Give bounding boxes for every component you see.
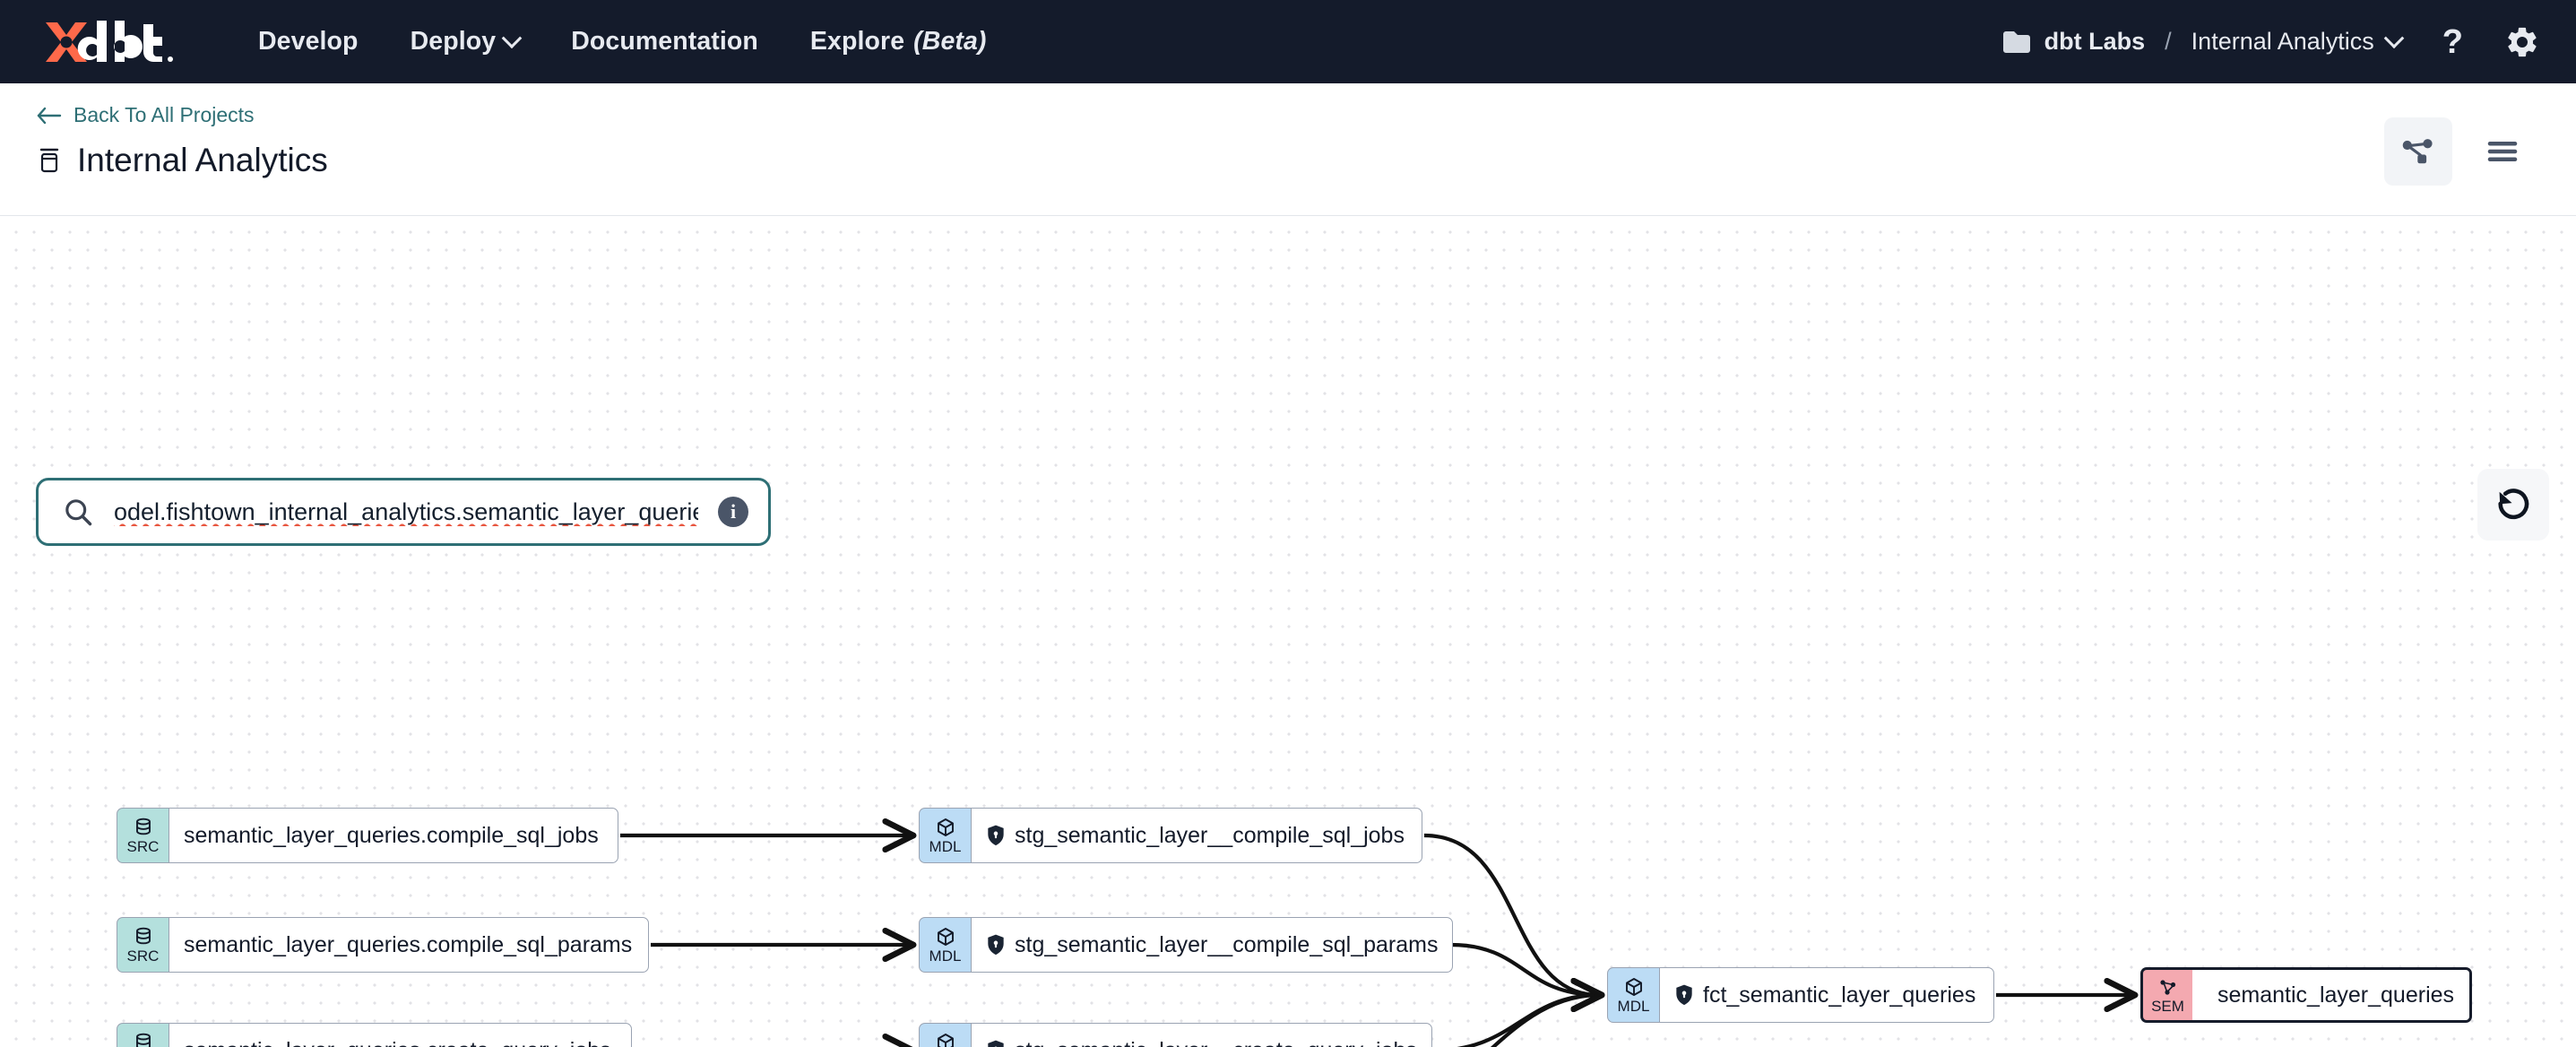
breadcrumb-separator: / [2165, 28, 2172, 55]
back-link-label: Back To All Projects [73, 103, 255, 126]
lineage-node-mdl-fct-semantic-layer-queries[interactable]: MDL fct_semantic_layer_queries [1607, 967, 1994, 1023]
cube-icon [937, 928, 954, 946]
org-breadcrumb[interactable]: dbt Labs [2001, 28, 2146, 56]
help-icon-label: ? [2442, 22, 2463, 61]
back-to-all-projects-link[interactable]: Back To All Projects [36, 103, 328, 127]
chevron-down-icon [501, 27, 523, 48]
node-type-badge-mdl: MDL [919, 1023, 971, 1047]
lineage-view-button[interactable] [2384, 117, 2452, 186]
primary-nav-links: Develop Deploy Documentation Explore (Be… [258, 27, 987, 56]
node-badge-label: MDL [929, 947, 962, 965]
folder-icon [2002, 30, 2030, 53]
node-type-badge-mdl: MDL [919, 808, 971, 863]
node-body: stg_semantic_layer__compile_sql_params [971, 917, 1454, 973]
private-shield-icon [988, 825, 1004, 846]
lineage-search-box[interactable]: odel.fishtown_internal_analytics.semanti… [36, 478, 771, 546]
node-type-badge-src: SRC [117, 917, 169, 973]
search-input[interactable]: odel.fishtown_internal_analytics.semanti… [114, 498, 698, 525]
node-body: semantic_layer_queries.create_query_jobs [169, 1023, 632, 1047]
nav-right-cluster: dbt Labs / Internal Analytics ? [2001, 24, 2540, 60]
nav-item-explore-label: Explore [809, 27, 905, 56]
subheader-left: Back To All Projects Internal Analytics [36, 103, 328, 179]
nav-item-deploy-label: Deploy [410, 27, 497, 56]
node-body: semantic_layer_queries [2192, 967, 2472, 1023]
info-icon[interactable]: i [718, 497, 748, 527]
node-label: fct_semantic_layer_queries [1703, 982, 1976, 1008]
lineage-node-mdl-stg-compile-sql-params[interactable]: MDL stg_semantic_layer__compile_sql_para… [919, 917, 1454, 973]
cube-icon [937, 1034, 954, 1047]
project-breadcrumb[interactable]: Internal Analytics [2191, 27, 2405, 56]
nav-item-documentation-label: Documentation [571, 27, 758, 56]
cube-icon [937, 818, 954, 836]
semantic-graph-icon [2159, 980, 2175, 995]
list-view-icon [2487, 141, 2518, 162]
reset-view-button[interactable] [2477, 469, 2549, 541]
node-badge-label: MDL [929, 838, 962, 855]
nav-item-deploy[interactable]: Deploy [410, 27, 523, 56]
arrow-left-icon [37, 107, 62, 124]
reset-view-icon [2498, 489, 2529, 520]
node-type-badge-src: SRC [117, 808, 169, 863]
node-type-badge-mdl: MDL [1607, 967, 1659, 1023]
org-breadcrumb-label: dbt Labs [2044, 28, 2146, 55]
node-badge-label: SEM [2151, 998, 2184, 1015]
chevron-down-icon [2383, 27, 2405, 48]
list-view-button[interactable] [2468, 117, 2537, 186]
lineage-graph-icon [2402, 139, 2433, 164]
private-shield-icon [988, 934, 1004, 956]
node-label: stg_semantic_layer__compile_sql_jobs [1015, 822, 1405, 848]
database-icon [135, 818, 151, 835]
cube-icon [1625, 978, 1642, 996]
page-title: Internal Analytics [77, 142, 328, 178]
dbt-logo[interactable] [39, 17, 194, 67]
private-shield-icon [988, 1040, 1004, 1047]
gear-icon [2508, 27, 2537, 56]
database-icon [135, 927, 151, 945]
page-title-row: Internal Analytics [36, 142, 328, 179]
node-badge-label: SRC [126, 947, 160, 965]
node-label: stg_semantic_layer__create_query_jobs [1015, 1038, 1417, 1047]
help-button[interactable]: ? [2442, 25, 2463, 59]
nav-item-develop[interactable]: Develop [258, 27, 359, 56]
node-type-badge-src: SRC [117, 1023, 169, 1047]
node-type-badge-mdl: MDL [919, 917, 971, 973]
node-badge-label: MDL [1617, 998, 1650, 1015]
view-switcher [2384, 103, 2537, 186]
node-label: semantic_layer_queries.compile_sql_param… [184, 931, 633, 957]
search-icon [65, 499, 92, 526]
project-breadcrumb-label: Internal Analytics [2191, 28, 2374, 55]
database-icon [135, 1033, 151, 1047]
nav-item-documentation[interactable]: Documentation [571, 27, 758, 56]
lineage-node-src-create-query-jobs[interactable]: SRC semantic_layer_queries.create_query_… [117, 1023, 632, 1047]
node-label: semantic_layer_queries.compile_sql_jobs [184, 822, 599, 848]
lineage-node-mdl-stg-compile-sql-jobs[interactable]: MDL stg_semantic_layer__compile_sql_jobs [919, 808, 1422, 863]
nav-item-explore-beta-tag: (Beta) [913, 27, 987, 56]
node-body: semantic_layer_queries.compile_sql_jobs [169, 808, 618, 863]
node-body: semantic_layer_queries.compile_sql_param… [169, 917, 649, 973]
lineage-node-src-compile-sql-params[interactable]: SRC semantic_layer_queries.compile_sql_p… [117, 917, 649, 973]
node-label: semantic_layer_queries.create_query_jobs [184, 1038, 611, 1047]
node-label: semantic_layer_queries [2217, 982, 2455, 1008]
page-subheader: Back To All Projects Internal Analytics [0, 83, 2576, 216]
lineage-canvas[interactable]: odel.fishtown_internal_analytics.semanti… [0, 216, 2576, 1047]
node-body: stg_semantic_layer__create_query_jobs [971, 1023, 1432, 1047]
project-icon [39, 148, 59, 173]
node-badge-label: SRC [126, 838, 160, 855]
lineage-node-sem-semantic-layer-queries[interactable]: SEM semantic_layer_queries [2140, 967, 2472, 1023]
node-body: stg_semantic_layer__compile_sql_jobs [971, 808, 1422, 863]
node-type-badge-sem: SEM [2140, 967, 2192, 1023]
lineage-node-src-compile-sql-jobs[interactable]: SRC semantic_layer_queries.compile_sql_j… [117, 808, 618, 863]
dbt-logo-icon [46, 20, 173, 62]
nav-item-develop-label: Develop [258, 27, 359, 56]
settings-button[interactable] [2504, 24, 2540, 60]
top-navigation-bar: Develop Deploy Documentation Explore (Be… [0, 0, 2576, 83]
lineage-node-mdl-stg-create-query-jobs[interactable]: MDL stg_semantic_layer__create_query_job… [919, 1023, 1432, 1047]
node-body: fct_semantic_layer_queries [1659, 967, 1994, 1023]
nav-item-explore[interactable]: Explore (Beta) [810, 27, 987, 56]
private-shield-icon [1676, 984, 1692, 1006]
node-label: stg_semantic_layer__compile_sql_params [1015, 931, 1439, 957]
